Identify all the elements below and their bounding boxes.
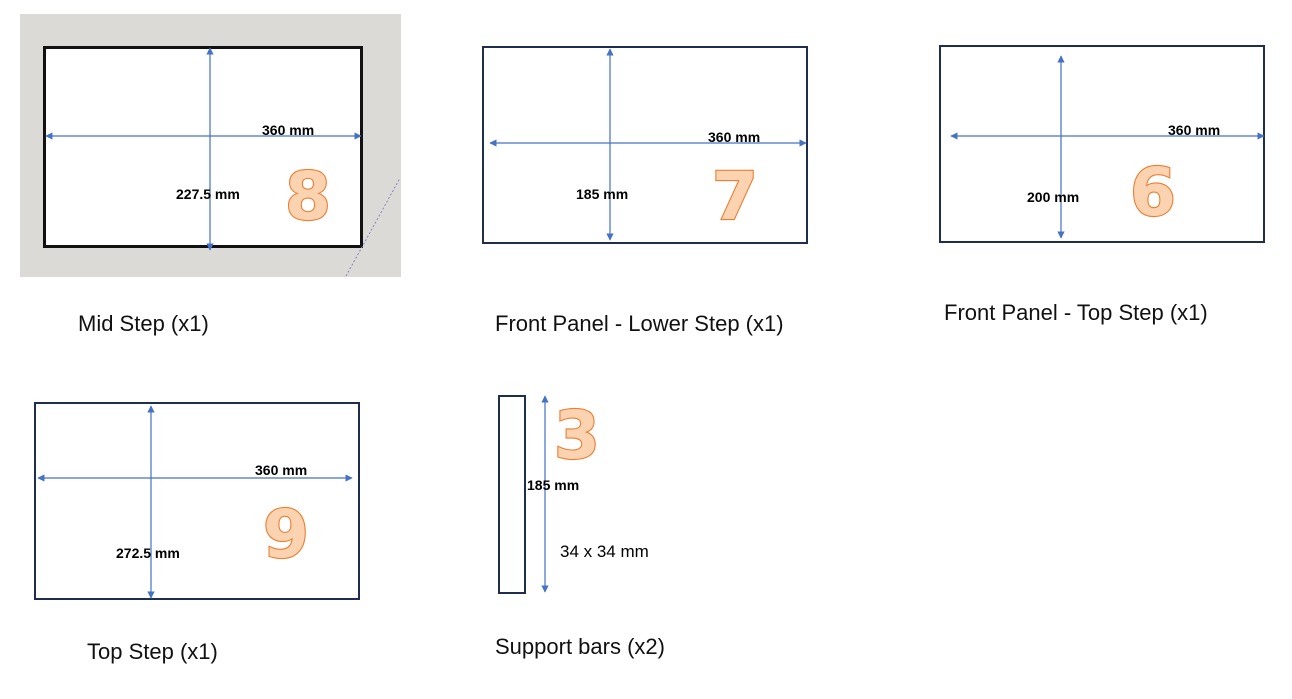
piece-number-8: 8: [285, 158, 331, 235]
front-top-height-label: 200 mm: [1027, 189, 1080, 205]
support-bar-panel: [498, 395, 526, 594]
top-step-caption: Top Step (x1): [87, 639, 218, 664]
front-lower-height-label: 185 mm: [576, 186, 629, 202]
piece-number-6: 6: [1130, 154, 1176, 231]
mid-step-width-label: 360 mm: [262, 122, 315, 138]
support-bar-section-label: 34 x 34 mm: [560, 542, 649, 561]
front-lower-caption: Front Panel - Lower Step (x1): [495, 311, 784, 336]
top-step-width-label: 360 mm: [255, 462, 308, 478]
support-bars-caption: Support bars (x2): [495, 634, 665, 659]
support-bar-height-label: 185 mm: [527, 477, 580, 493]
piece-number-7: 7: [712, 158, 758, 235]
mid-step-panel: [43, 46, 363, 248]
front-lower-width-label: 360 mm: [708, 129, 761, 145]
piece-number-3: 3: [554, 397, 600, 474]
mid-step-caption: Mid Step (x1): [78, 311, 209, 336]
mid-step-dotted-line: [345, 177, 401, 277]
front-panel-top-step-panel: [939, 45, 1265, 243]
front-top-caption: Front Panel - Top Step (x1): [944, 300, 1208, 325]
mid-step-height-label: 227.5 mm: [176, 186, 240, 202]
top-step-panel: [34, 402, 360, 600]
top-step-height-label: 272.5 mm: [116, 545, 180, 561]
front-top-width-label: 360 mm: [1168, 122, 1221, 138]
piece-number-9: 9: [263, 496, 309, 573]
